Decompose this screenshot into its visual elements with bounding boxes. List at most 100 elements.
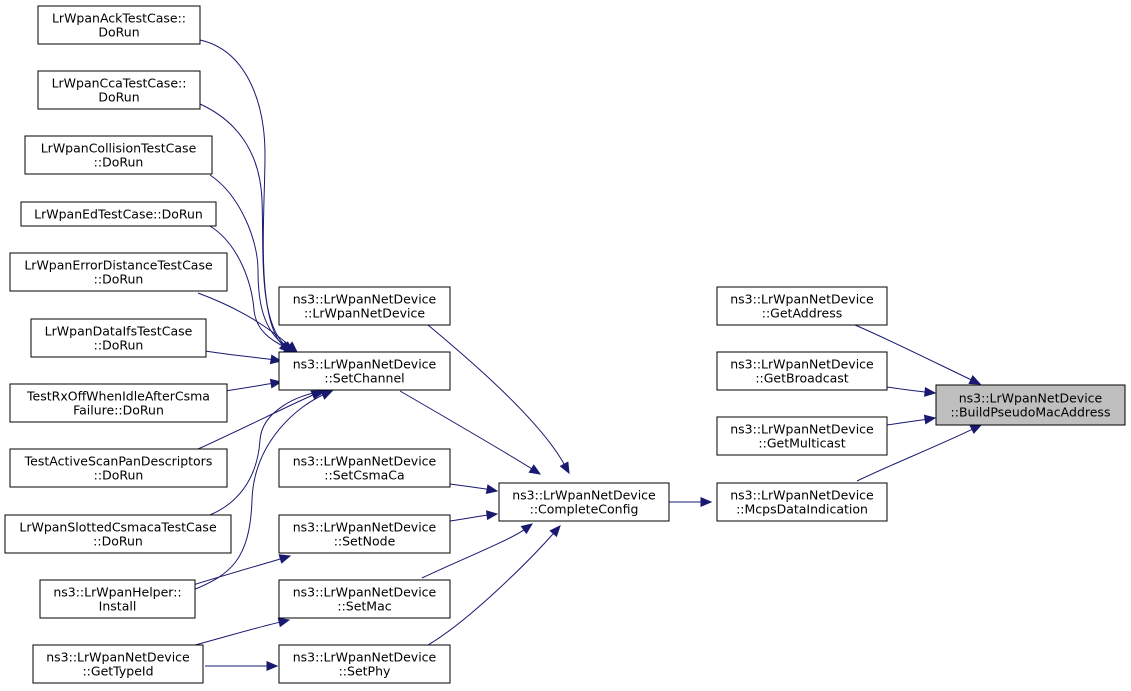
node-box: [498, 482, 670, 522]
node-box: [20, 201, 217, 227]
node-typeid[interactable]: ns3::LrWpanNetDevice::GetTypeId: [32, 644, 204, 684]
edge-setchannel-to-complete: [399, 390, 542, 475]
arrowhead: [269, 354, 283, 365]
arrowhead: [485, 484, 499, 495]
node-helper[interactable]: ns3::LrWpanHelper::Install: [39, 579, 196, 619]
edge-line: [399, 390, 533, 470]
node-setphy[interactable]: ns3::LrWpanNetDevice::SetPhy: [278, 644, 451, 684]
node-slotted[interactable]: LrWpanSlottedCsmacaTestCase::DoRun: [4, 514, 232, 554]
arrowhead: [320, 390, 334, 400]
node-setchannel[interactable]: ns3::LrWpanNetDevice::SetChannel: [278, 351, 451, 391]
edge-rxoff-to-setchannel: [224, 378, 283, 392]
edge-line: [199, 103, 286, 347]
node-label-line: Install: [99, 599, 137, 614]
node-ed[interactable]: LrWpanEdTestCase::DoRun: [20, 201, 217, 227]
edge-line: [209, 225, 288, 349]
node-label-line: ::SetNode: [334, 534, 396, 549]
node-complete[interactable]: ns3::LrWpanNetDevice::CompleteConfig: [498, 482, 670, 522]
node-label-line: ::CompleteConfig: [530, 502, 639, 517]
node-label-line: LrWpanCcaTestCase::: [52, 76, 187, 91]
node-getmulticast[interactable]: ns3::LrWpanNetDevice::GetMulticast: [716, 416, 888, 456]
node-label-line: LrWpanSlottedCsmacaTestCase: [19, 520, 217, 535]
node-box: [4, 514, 232, 554]
node-label-line: ::GetTypeId: [82, 664, 153, 679]
arrowhead: [528, 464, 542, 475]
node-setnode[interactable]: ns3::LrWpanNetDevice::SetNode: [278, 514, 451, 554]
node-setcsma[interactable]: ns3::LrWpanNetDevice::SetCsmaCa: [278, 448, 451, 488]
node-label-line: ::GetBroadcast: [755, 371, 848, 386]
node-box: [278, 448, 451, 488]
arrowhead: [285, 341, 298, 353]
node-box: [278, 644, 451, 684]
arrowhead: [266, 661, 279, 671]
edge-line: [427, 532, 555, 646]
node-box: [39, 579, 196, 619]
node-label-line: ns3::LrWpanNetDevice: [293, 520, 437, 535]
node-label-line: LrWpanErrorDistanceTestCase: [24, 258, 213, 273]
node-label-line: ns3::LrWpanNetDevice: [293, 650, 437, 665]
node-ifs[interactable]: LrWpanDataIfsTestCase::DoRun: [30, 318, 207, 358]
node-setmac[interactable]: ns3::LrWpanNetDevice::SetMac: [278, 579, 451, 619]
node-box: [32, 644, 204, 684]
edge-line: [197, 292, 291, 347]
node-build: ns3::LrWpanNetDevice::BuildPseudoMacAddr…: [935, 384, 1126, 426]
node-label-line: ::SetMac: [337, 599, 391, 614]
node-errdist[interactable]: LrWpanErrorDistanceTestCase::DoRun: [9, 252, 228, 292]
node-label-line: ::DoRun: [94, 468, 144, 483]
node-label-line: ::DoRun: [94, 155, 144, 170]
node-cca[interactable]: LrWpanCcaTestCase::DoRun: [37, 70, 201, 110]
node-label-line: ns3::LrWpanNetDevice: [730, 422, 874, 437]
node-label-line: ::DoRun: [94, 272, 144, 287]
node-activescan[interactable]: TestActiveScanPanDescriptors::DoRun: [9, 448, 228, 488]
node-label-line: Failure::DoRun: [73, 403, 164, 418]
edge-setphy-to-complete: [427, 525, 561, 646]
node-box: [278, 286, 451, 326]
node-label-line: ns3::LrWpanNetDevice: [293, 292, 437, 307]
edge-errdist-to-setchannel: [197, 292, 298, 353]
edge-line: [886, 418, 927, 426]
edge-ctor-to-complete: [427, 324, 570, 475]
node-label-line: ns3::LrWpanNetDevice: [959, 391, 1103, 406]
node-label-line: ::SetChannel: [324, 371, 404, 386]
node-label-line: DoRun: [98, 25, 139, 40]
arrowhead: [485, 510, 499, 521]
node-label-line: TestRxOffWhenIdleAfterCsma: [26, 389, 210, 404]
node-ctor[interactable]: ns3::LrWpanNetDevice::LrWpanNetDevice: [278, 286, 451, 326]
edge-line: [449, 514, 489, 522]
node-box: [935, 384, 1126, 426]
node-label-line: LrWpanAckTestCase::: [52, 11, 186, 26]
node-label-line: ::GetMulticast: [758, 436, 845, 451]
edge-line: [194, 621, 281, 646]
edge-typeid-to-setmac: [194, 617, 291, 646]
node-box: [716, 286, 888, 326]
node-getaddress[interactable]: ns3::LrWpanNetDevice::GetAddress: [716, 286, 888, 326]
node-box: [9, 252, 228, 292]
arrowhead: [968, 375, 982, 385]
node-mcps[interactable]: ns3::LrWpanNetDevice::McpsDataIndication: [716, 482, 888, 522]
node-ack[interactable]: LrWpanAckTestCase::DoRun: [37, 5, 201, 45]
node-getbroadcast[interactable]: ns3::LrWpanNetDevice::GetBroadcast: [716, 351, 888, 391]
edge-complete-to-mcps: [669, 497, 713, 507]
node-label-line: ns3::LrWpanNetDevice: [730, 488, 874, 503]
node-label-line: ::DoRun: [93, 534, 143, 549]
node-label-line: ns3::LrWpanNetDevice: [46, 650, 190, 665]
arrowhead: [520, 523, 534, 535]
node-collision[interactable]: LrWpanCollisionTestCase::DoRun: [24, 135, 213, 175]
arrowhead: [700, 497, 713, 507]
edge-setmac-to-complete: [421, 523, 534, 579]
node-box: [278, 579, 451, 619]
node-label-line: ::LrWpanNetDevice: [304, 306, 425, 321]
arrowhead: [277, 617, 291, 628]
edge-getmulticast-to-build: [886, 414, 937, 426]
arrowhead: [923, 414, 937, 425]
node-label-line: ::McpsDataIndication: [736, 502, 868, 517]
node-label-line: ns3::LrWpanNetDevice: [293, 585, 437, 600]
node-label-line: ns3::LrWpanNetDevice: [512, 488, 656, 503]
edge-getbroadcast-to-build: [886, 386, 937, 397]
edge-line: [449, 483, 489, 490]
node-box: [9, 383, 228, 423]
node-label-line: ns3::LrWpanHelper::: [53, 585, 181, 600]
edge-line: [209, 391, 318, 516]
